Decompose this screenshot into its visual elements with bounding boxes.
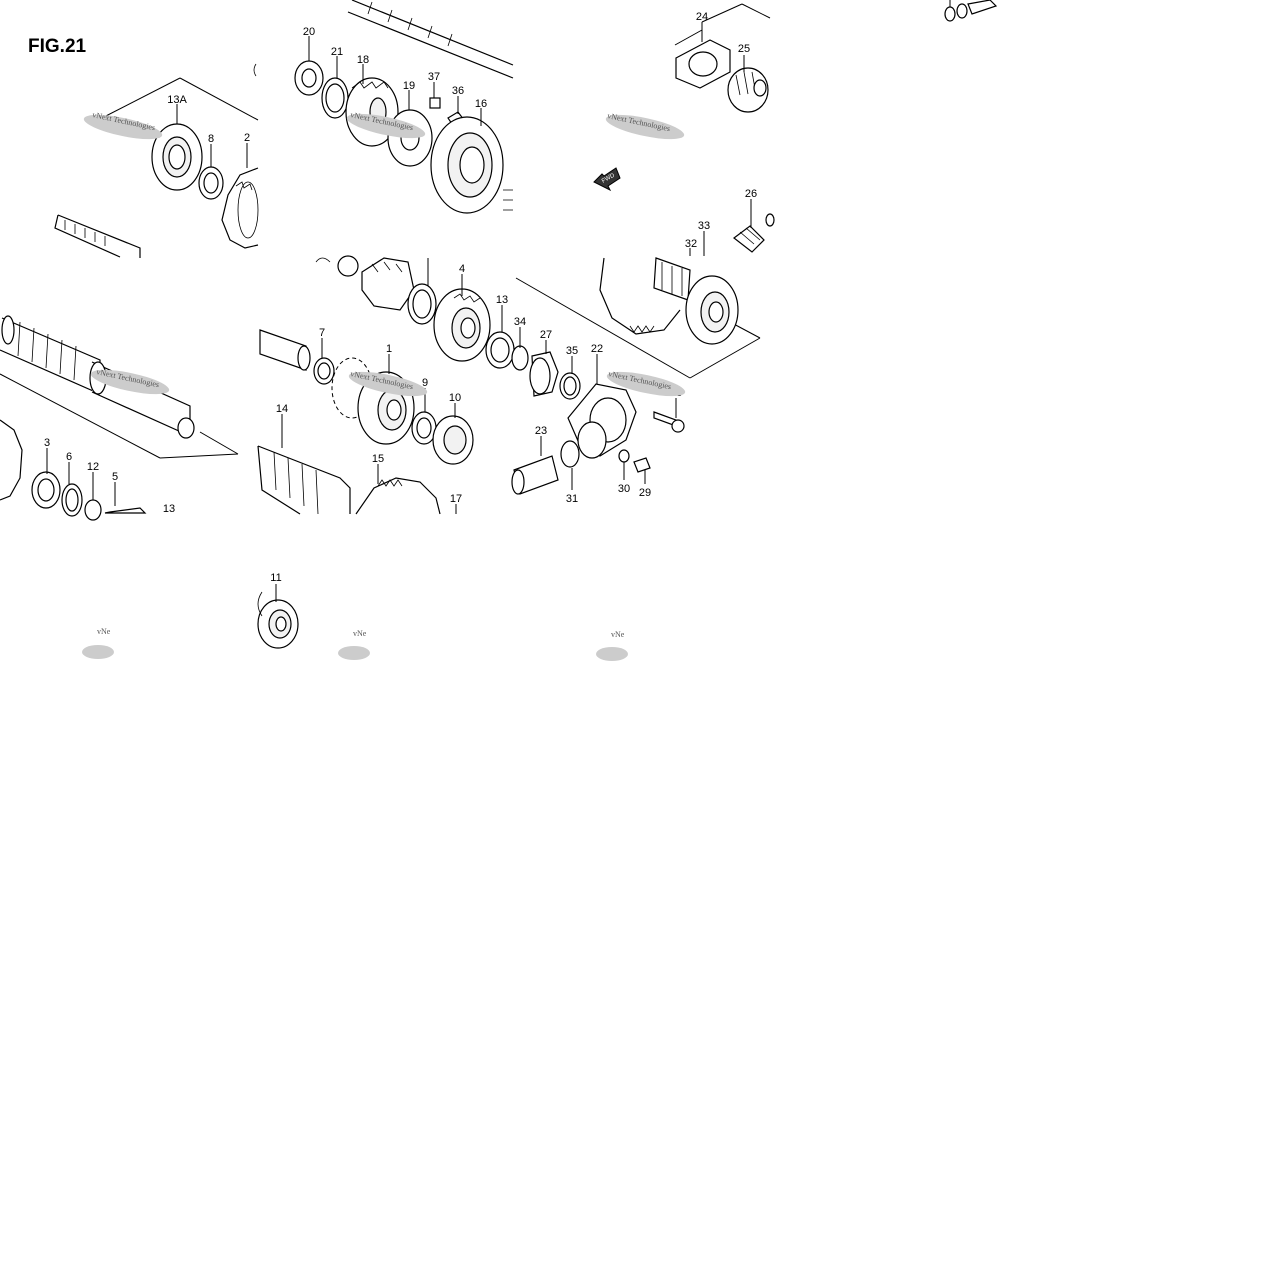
shaft-14 bbox=[257, 445, 351, 515]
callout-25: 25 bbox=[738, 43, 750, 55]
callout-1: 1 bbox=[386, 343, 392, 355]
tile-bottom: 11 vNe vNe vNe bbox=[82, 572, 628, 661]
callout-21: 21 bbox=[331, 46, 343, 58]
callout-6: 6 bbox=[66, 451, 72, 463]
watermark-stub: vNe bbox=[97, 627, 111, 636]
gear-2 bbox=[221, 167, 259, 249]
pinion-26 bbox=[733, 225, 765, 253]
clip-12 bbox=[84, 499, 102, 521]
callout-2: 2 bbox=[244, 132, 250, 144]
callout-14: 14 bbox=[276, 403, 288, 415]
figure-title: FIG.21 bbox=[28, 36, 87, 57]
callout-19: 19 bbox=[403, 80, 415, 92]
callout-23: 23 bbox=[535, 425, 547, 437]
tile-top-right: 24 25 FWD 26 33 32 vNext Technologies bbox=[593, 3, 775, 256]
callout-32: 32 bbox=[685, 238, 697, 250]
oring-31 bbox=[560, 440, 580, 468]
tile-center: 4 13 7 1 9 10 14 bbox=[257, 255, 515, 515]
callout-13a: 13A bbox=[167, 94, 187, 106]
callout-35: 35 bbox=[566, 345, 578, 357]
clip-34 bbox=[511, 345, 529, 371]
callout-30: 30 bbox=[618, 483, 630, 495]
callout-22: 22 bbox=[591, 343, 603, 355]
washer-30 bbox=[618, 449, 630, 463]
callout-26: 26 bbox=[745, 188, 757, 200]
callout-12: 12 bbox=[87, 461, 99, 473]
stray-fragment bbox=[944, 0, 998, 22]
callout-13-lower: 13 bbox=[163, 503, 175, 515]
tile-mid-left: 3 6 12 5 13 vNext Technologies bbox=[0, 315, 239, 521]
callout-10: 10 bbox=[449, 392, 461, 404]
gear-5 bbox=[104, 507, 147, 514]
callout-13: 13 bbox=[496, 294, 508, 306]
callout-15: 15 bbox=[372, 453, 384, 465]
callout-36: 36 bbox=[452, 85, 464, 97]
tile-top-middle: 20 21 18 19 37 36 16 vNext Technologies bbox=[294, 0, 514, 214]
callout-9: 9 bbox=[422, 377, 428, 389]
callout-16: 16 bbox=[475, 98, 487, 110]
callout-33: 33 bbox=[698, 220, 710, 232]
hub-upper bbox=[361, 257, 415, 311]
callout-8: 8 bbox=[208, 133, 214, 145]
callout-18: 18 bbox=[357, 54, 369, 66]
callout-5: 5 bbox=[112, 471, 118, 483]
shaft-fragment bbox=[54, 214, 141, 258]
watermark-stub: vNe bbox=[353, 629, 367, 638]
callout-31: 31 bbox=[566, 493, 578, 505]
bolt-29 bbox=[633, 457, 651, 473]
callout-24: 24 bbox=[696, 11, 708, 23]
gear-15 bbox=[355, 477, 441, 515]
callout-3: 3 bbox=[44, 437, 50, 449]
callout-27: 27 bbox=[540, 329, 552, 341]
callout-11: 11 bbox=[270, 572, 281, 584]
tile-top-left: 13A 8 2 vNext Technologies bbox=[54, 63, 259, 258]
callout-7: 7 bbox=[319, 327, 325, 339]
callout-17: 17 bbox=[450, 493, 462, 505]
callout-4: 4 bbox=[459, 263, 465, 275]
tile-mid-right: 34 27 35 22 28 23 31 30 bbox=[511, 257, 761, 505]
callout-20: 20 bbox=[303, 26, 315, 38]
gear-partial bbox=[0, 419, 23, 501]
callout-34: 34 bbox=[514, 316, 526, 328]
gear-25 bbox=[727, 67, 769, 113]
bolt-37 bbox=[429, 97, 441, 109]
shaft-top bbox=[347, 0, 514, 79]
watermark-stub: vNe bbox=[611, 630, 625, 639]
callout-37: 37 bbox=[428, 71, 440, 83]
callout-29: 29 bbox=[639, 487, 651, 499]
gear-33 bbox=[599, 257, 681, 335]
countershaft bbox=[0, 317, 101, 395]
fwd-arrow-icon: FWD bbox=[593, 167, 621, 192]
